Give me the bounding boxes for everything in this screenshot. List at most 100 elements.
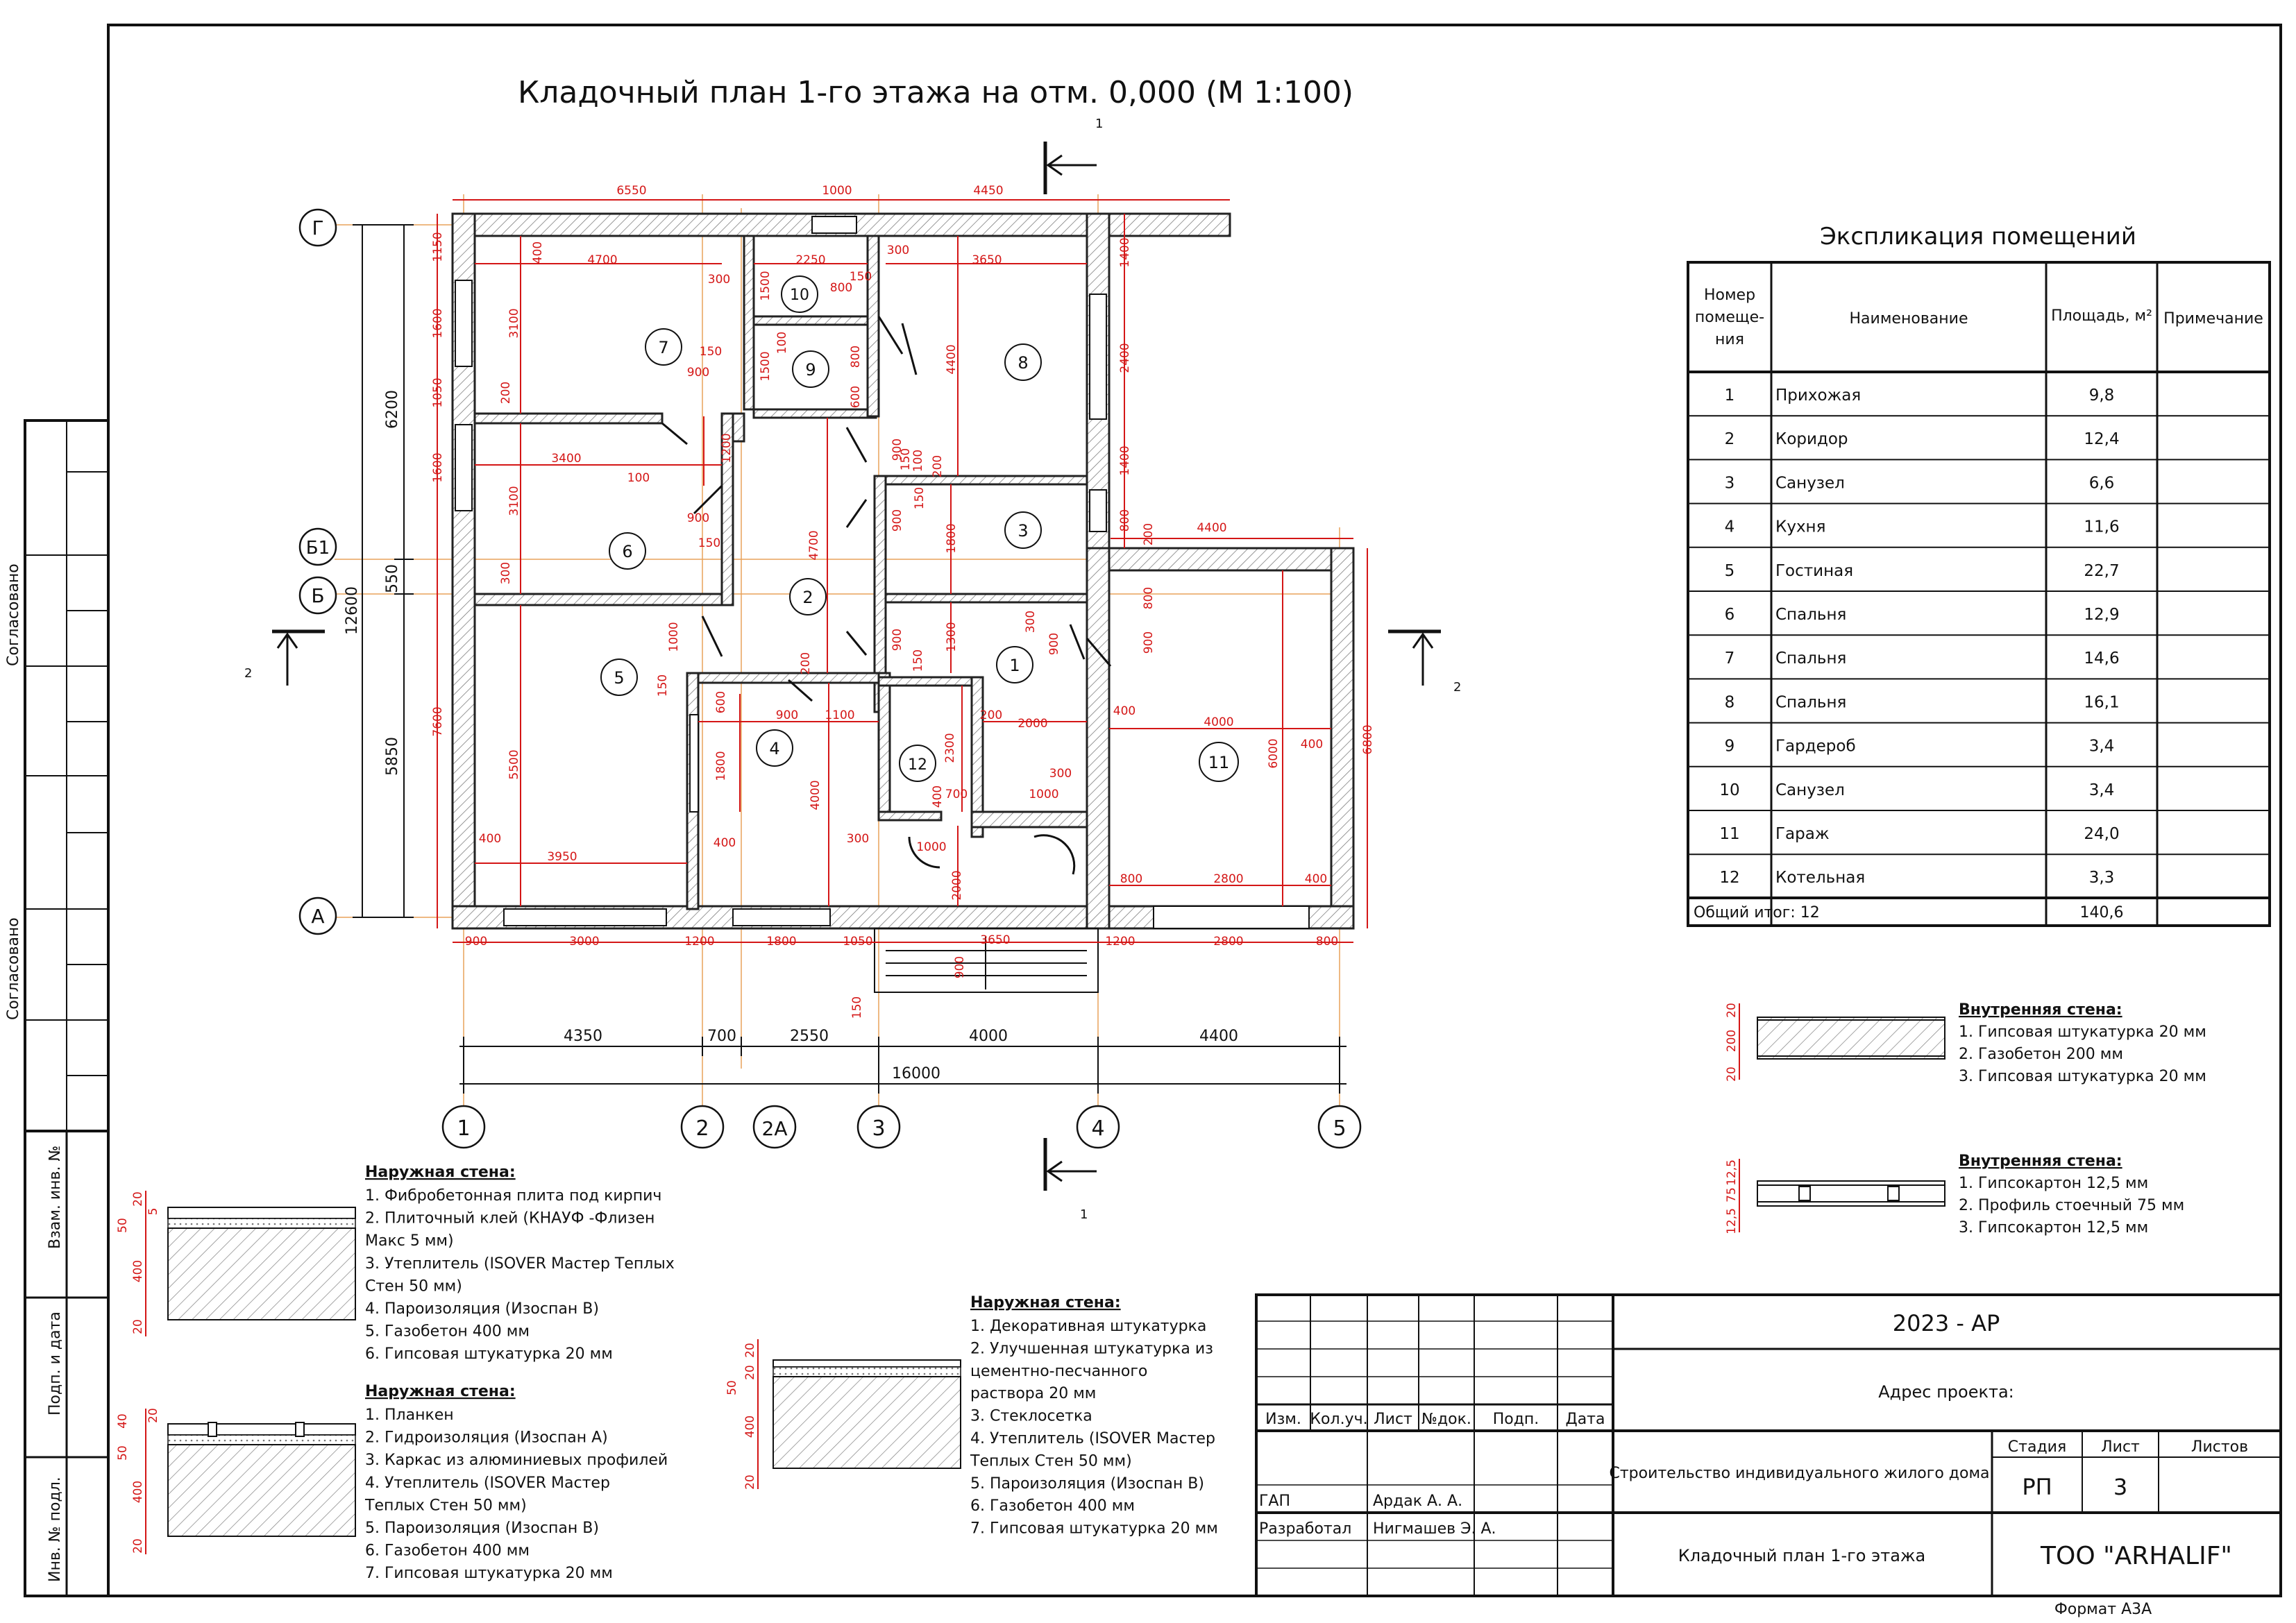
svg-text:900: 900 (890, 509, 904, 532)
explication-total-area: 140,6 (2080, 904, 2124, 921)
svg-text:3100: 3100 (507, 486, 521, 516)
wall-layer-item: 4. Пароизоляция (Изоспан В) (365, 1300, 599, 1318)
explication-row-name: Гараж (1775, 825, 1830, 843)
side-label-2: Согласовано (5, 917, 22, 1020)
svg-text:1: 1 (1095, 117, 1103, 131)
svg-text:1000: 1000 (1029, 788, 1058, 801)
svg-text:1000: 1000 (667, 622, 681, 652)
svg-text:400: 400 (531, 241, 545, 264)
svg-text:4000: 4000 (809, 780, 822, 810)
svg-text:20: 20 (131, 1191, 145, 1207)
svg-text:Разработал: Разработал (1259, 1520, 1351, 1538)
svg-text:2. Профиль стоечный 75 мм: 2. Профиль стоечный 75 мм (1959, 1197, 2184, 1214)
svg-text:2800: 2800 (1213, 872, 1243, 886)
explication-row-name: Гардероб (1775, 738, 1856, 756)
dimension-lines (437, 199, 1368, 943)
svg-text:3. Гипсокартон 12,5 мм: 3. Гипсокартон 12,5 мм (1959, 1219, 2148, 1237)
svg-text:200: 200 (799, 652, 813, 674)
svg-text:800: 800 (1142, 587, 1156, 609)
svg-text:800: 800 (849, 346, 863, 368)
svg-text:Внутренняя стена:: Внутренняя стена: (1959, 1001, 2122, 1019)
svg-text:20: 20 (131, 1319, 145, 1334)
sheet-value: 3 (2113, 1474, 2127, 1500)
svg-text:150: 150 (698, 536, 720, 550)
svg-text:4450: 4450 (973, 184, 1003, 198)
svg-text:100: 100 (775, 332, 789, 354)
wall-layer-item: 6. Гипсовая штукатурка 20 мм (365, 1345, 613, 1363)
svg-text:200: 200 (499, 382, 513, 404)
wall-layer-item: 3. Каркас из алюминиевых профилей (365, 1452, 668, 1469)
wall-type-outer-1: 20 5 50 400 20 Наружная стена: 1. Фиброб… (116, 1164, 675, 1363)
svg-text:1050: 1050 (843, 935, 872, 949)
section-mark-top: 1 (1043, 117, 1103, 194)
svg-text:5: 5 (146, 1208, 160, 1216)
svg-text:50: 50 (116, 1445, 130, 1461)
svg-text:12,5: 12,5 (1725, 1208, 1739, 1234)
overall-dimension-labels: 4350 700 2550 4000 4400 16000 6200 12600… (344, 390, 1238, 1082)
svg-text:2: 2 (244, 666, 252, 681)
explication-title: Экспликация помещений (1820, 223, 2136, 250)
explication-row-name: Кухня (1775, 518, 1825, 536)
svg-text:16000: 16000 (892, 1065, 940, 1082)
wall-type-outer-3: 20 20 50 400 20 Наружная стена: 1. Декор… (725, 1294, 1218, 1538)
svg-text:1150: 1150 (431, 232, 445, 262)
svg-text:200: 200 (980, 708, 1002, 722)
explication-row-number: 10 (1719, 781, 1739, 799)
svg-text:150: 150 (700, 345, 722, 359)
svg-text:20: 20 (146, 1408, 160, 1423)
svg-text:20: 20 (743, 1365, 757, 1380)
svg-text:300: 300 (887, 244, 909, 257)
explication-total-label: Общий итог: 12 (1694, 904, 1820, 921)
explication-row-number: 3 (1725, 474, 1735, 492)
svg-text:4: 4 (769, 739, 779, 758)
svg-text:6800: 6800 (1361, 724, 1375, 754)
svg-text:2: 2 (695, 1116, 709, 1141)
explication-row-area: 24,0 (2084, 825, 2119, 843)
svg-text:2400: 2400 (1118, 343, 1132, 373)
svg-text:20: 20 (743, 1475, 757, 1490)
svg-text:Ардак А. А.: Ардак А. А. (1373, 1493, 1462, 1510)
svg-text:1800: 1800 (714, 751, 728, 781)
svg-text:150: 150 (850, 996, 864, 1019)
room-labels: 1 2 3 4 5 6 7 8 9 10 11 12 (600, 275, 1239, 782)
svg-text:№док.: №док. (1421, 1411, 1471, 1428)
svg-text:4400: 4400 (945, 344, 959, 374)
drawing-name: Кладочный план 1-го этажа (1678, 1546, 1926, 1565)
svg-text:Б: Б (311, 584, 324, 607)
wall-layer-item: 3. Стеклосетка (970, 1408, 1092, 1425)
explication-row-area: 12,9 (2084, 606, 2119, 624)
svg-text:200: 200 (931, 455, 945, 477)
wall-layer-item: 5. Газобетон 400 мм (365, 1323, 530, 1341)
wall-layer-item: 7. Гипсовая штукатурка 20 мм (365, 1565, 613, 1582)
svg-text:3. Гипсовая штукатурка 20 мм: 3. Гипсовая штукатурка 20 мм (1959, 1068, 2206, 1085)
svg-text:1000: 1000 (916, 840, 946, 854)
wall-layer-item: 2. Улучшенная штукатурка из (970, 1340, 1213, 1357)
windows (455, 216, 1310, 929)
svg-text:200: 200 (1142, 523, 1156, 545)
svg-text:6550: 6550 (616, 184, 646, 198)
title-block: Изм. Кол.уч. Лист №док. Подп. Дата 2023 … (1255, 1293, 2282, 1618)
doors (661, 316, 1112, 875)
svg-text:Изм.: Изм. (1265, 1411, 1301, 1428)
svg-text:700: 700 (945, 788, 968, 801)
explication-row-number: 6 (1725, 606, 1735, 624)
side-bottom-3: Инв. № подл. (47, 1477, 64, 1582)
wall-layer-item: 6. Газобетон 400 мм (970, 1497, 1135, 1515)
svg-text:Наименование: Наименование (1850, 310, 1968, 328)
svg-text:40: 40 (116, 1413, 130, 1429)
explication-row-name: Гостиная (1775, 562, 1853, 580)
svg-text:8: 8 (1018, 353, 1028, 373)
wall-layer-item: 5. Пароизоляция (Изоспан В) (970, 1475, 1204, 1493)
wall-layer-item: 3. Утеплитель (ISOVER Мастер Теплых (365, 1255, 675, 1273)
explication-row-number: 12 (1719, 869, 1739, 887)
floor-plan-walls (451, 212, 1355, 930)
svg-text:9: 9 (805, 360, 816, 380)
explication-row-area: 11,6 (2084, 518, 2119, 536)
axis-bubbles-numbers: 1 2 2А 3 4 5 (441, 1105, 1362, 1149)
svg-text:Наружная стена:: Наружная стена: (365, 1164, 516, 1181)
svg-text:20: 20 (1725, 1003, 1739, 1018)
svg-text:1. Гипсокартон 12,5 мм: 1. Гипсокартон 12,5 мм (1959, 1175, 2148, 1192)
explication-table: Экспликация помещений Номер помеще- ния … (1687, 223, 2271, 927)
svg-text:1500: 1500 (759, 351, 773, 381)
